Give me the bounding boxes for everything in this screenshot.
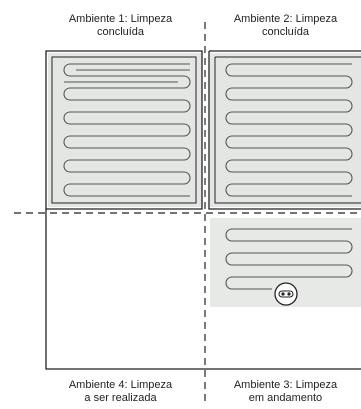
room2-label-line1: Ambiente 2: Limpeza — [233, 13, 338, 25]
walls — [45, 50, 361, 370]
room1-cleaning-path — [63, 63, 191, 197]
room4-label-line2: a ser realizada — [84, 392, 157, 404]
room3-cleaning-path — [225, 228, 353, 290]
room4-label: Ambiente 4: Limpeza a ser realizada — [48, 379, 193, 405]
divider-lines — [14, 22, 361, 402]
room2-cleaning-path — [225, 63, 353, 197]
room3-label-line1: Ambiente 3: Limpeza — [233, 379, 338, 391]
room1-label: Ambiente 1: Limpeza concluída — [48, 13, 193, 39]
room2-cleaned-area — [210, 53, 361, 207]
room1-cleaned-area — [48, 53, 202, 207]
room2-label-line2: concluída — [261, 26, 310, 38]
room1-label-line2: concluída — [96, 26, 145, 38]
robot-vacuum-icon — [274, 282, 298, 306]
room4-label-line1: Ambiente 4: Limpeza — [68, 379, 173, 391]
room1-label-line1: Ambiente 1: Limpeza — [68, 13, 173, 25]
room3-label-line2: em andamento — [248, 392, 323, 404]
room3-label: Ambiente 3: Limpeza em andamento — [213, 379, 358, 405]
room2-label: Ambiente 2: Limpeza concluída — [213, 13, 358, 39]
